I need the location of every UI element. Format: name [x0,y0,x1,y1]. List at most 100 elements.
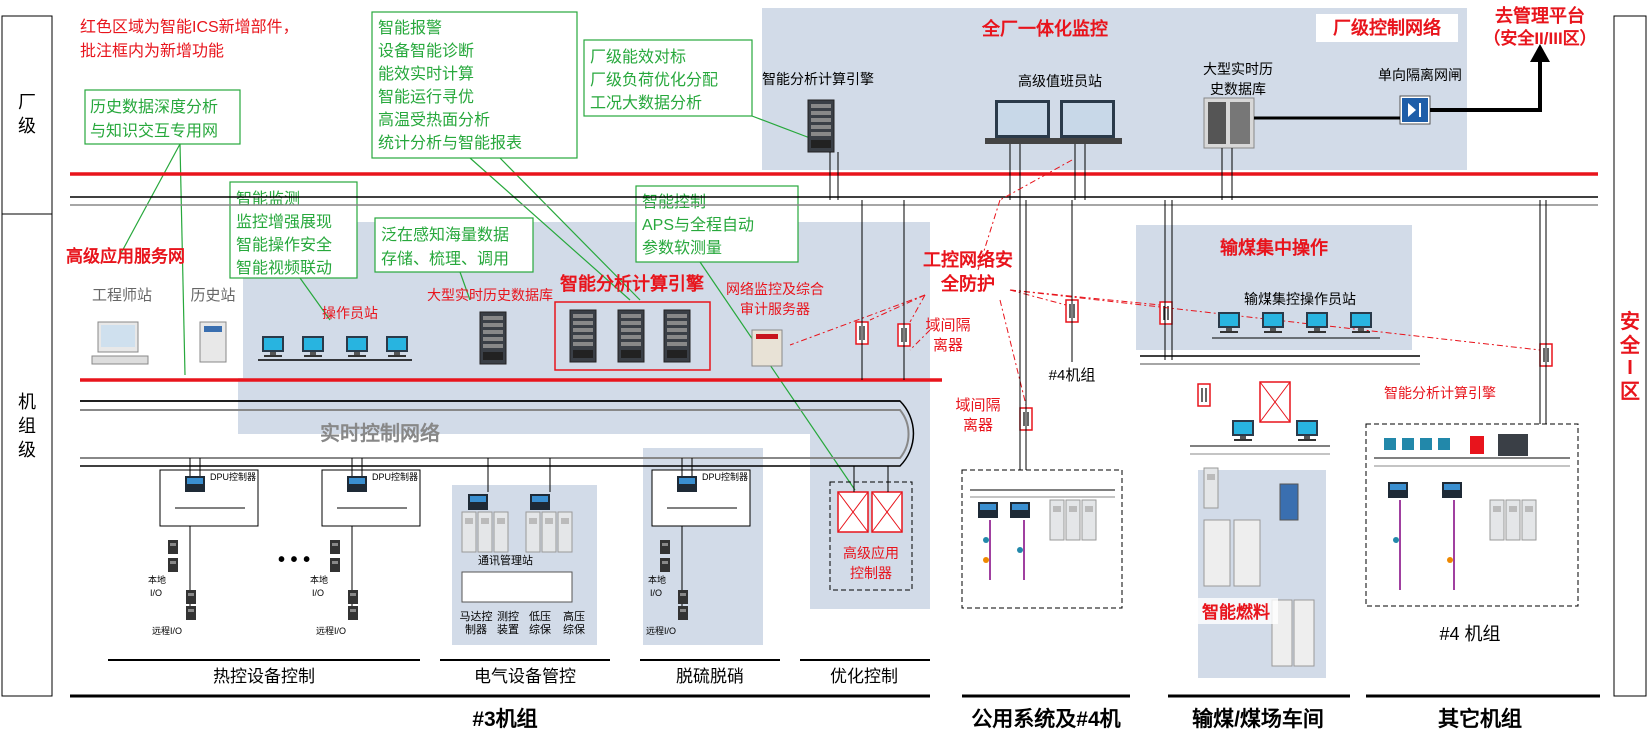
dpu-group-1: DPU控制器 本地 I/O 远程I/O [148,458,259,636]
device-label: 综保 [563,622,585,636]
smart-fuel-bg [1194,598,1278,624]
unit-calc-engine-box [554,301,711,371]
unit-buses [80,378,942,467]
callout-text: 高温受热面分析 [378,111,490,129]
mgmt-platform-zone: （安全II/III区） [1483,28,1596,48]
callout-text: 设备智能诊断 [378,42,474,60]
calc-server-1 [569,309,597,363]
callout-text: 厂级能效对标 [590,48,686,66]
remote-io-label: 远程I/O [316,626,346,636]
device-label: 马达控 [460,609,493,623]
dpu-label: DPU控制器 [210,471,256,482]
callout-text: 泛在感知海量数据 [381,226,509,244]
isolator-5-icon [1159,301,1173,325]
local-io-label: I/O [150,588,162,598]
callout-text: 与知识交互专用网 [90,122,218,140]
calc-server-3 [663,309,691,363]
dpu-label: DPU控制器 [372,471,418,482]
duty-station-label: 高级值班员站 [1018,73,1102,89]
engineer-station-label: 工程师站 [92,287,152,304]
coal-ops-title-area [1193,234,1355,262]
safety-char-1: 安 [1620,309,1640,333]
device-label: 测控 [497,609,519,623]
electrical-control-label: 电气设备管控 [474,667,576,686]
callout-text: 厂级负荷优化分配 [590,71,718,89]
history-station-label: 历史站 [190,287,235,304]
plant-calc-engine-label: 智能分析计算引擎 [762,71,874,87]
coal-yard-label: 输煤/煤场车间 [1192,707,1324,731]
local-io-label: I/O [312,588,324,598]
callout-plant-efficiency: 厂级能效对标 厂级负荷优化分配 工况大数据分析 [583,39,753,117]
local-io-label: 本地 [310,574,328,585]
plant-db-label-1: 大型实时历 [1203,61,1273,77]
plant-drop-lines [829,144,1233,200]
callout-text: 历史数据深度分析 [90,98,218,116]
callout-text: 智能监测 [236,190,300,208]
callout-text: 智能运行寻优 [378,88,474,106]
unit4-label: #4机组 [1049,367,1096,384]
net-monitor-server [751,329,783,367]
public-system-label: 公用系统及#4机 [971,707,1120,731]
other-units-box [1365,423,1579,607]
isolation-gate-label: 单向隔离网闸 [1378,67,1462,83]
unit3-label: #3机组 [472,707,537,731]
net-monitor-label-1: 网络监控及综合 [726,281,824,297]
dpu-group-2: DPU控制器 本地 I/O 远程I/O [310,458,421,636]
device-label: 高压 [563,609,585,623]
domain-isolator-2-line-2: 离器 [963,417,993,434]
desulfur-label: 脱硫脱硝 [676,667,744,686]
device-label: 综保 [529,622,551,636]
engineer-station-computer [91,321,149,365]
unit-calc-engine-label: 智能分析计算引擎 [560,273,704,294]
optimize-label: 优化控制 [830,667,898,686]
other-units-label: 其它机组 [1438,707,1522,731]
plant-calc-engine-server [807,99,835,153]
thermal-control-label: 热控设备控制 [213,667,315,686]
unit-level-box [1,213,53,697]
device-label: 装置 [497,623,519,636]
isolation-gate-device [1399,95,1431,125]
mgmt-platform-label: 去管理平台 [1495,5,1585,26]
callout-history-analysis: 历史数据深度分析 与知识交互专用网 [84,89,241,145]
control-network-badge [1316,14,1458,42]
unit-level-char-3: 级 [18,440,36,460]
callout-text: 存储、梳理、调用 [381,250,509,268]
plant-monitor-title: 全厂一体化监控 [981,18,1108,39]
domain-isolator-2-line-1: 域间隔 [955,397,1000,414]
plant-buses [70,172,1598,206]
safety-char-2: 全 [1619,333,1641,357]
coal-yard-equipment [1190,381,1330,667]
other-calc-engine-label: 智能分析计算引擎 [1384,385,1496,401]
callout-text: 统计分析与智能报表 [378,134,522,152]
plant-level-char-2: 级 [18,116,36,136]
coal-ops-station-label: 输煤集控操作员站 [1244,291,1356,307]
dpu-group-3: DPU控制器 本地 I/O 远程I/O [646,458,751,636]
legend-line-2: 批注框内为新增功能 [80,42,224,60]
device-label: 制器 [465,623,487,636]
callout-smart-alarm: 智能报警 设备智能诊断 能效实时计算 智能运行寻优 高温受热面分析 统计分析与智… [371,11,578,159]
callout-pervasive: 泛在感知海量数据 存储、梳理、调用 [374,217,534,273]
plant-level-char-1: 厂 [18,92,36,112]
remote-io-label: 远程I/O [152,626,182,636]
plant-level-box [1,15,53,215]
calc-server-2 [617,309,645,363]
device-label: 低压 [529,610,551,623]
security-label-1: 工控网络安 [923,249,1013,270]
unit-panel-lower [238,378,930,434]
bottom-brackets [70,659,1600,698]
control-network-label: 厂级控制网络 [1333,17,1441,38]
isolator-links [861,200,1547,480]
realtime-net-label: 实时控制网络 [320,421,440,445]
plant-db-label-2: 史数据库 [1210,81,1266,97]
unit-db-label: 大型实时历史数据库 [427,287,553,303]
callout-text: APS与全程自动 [642,216,754,234]
safety-char-4: 区 [1620,381,1640,403]
callout-text: 参数软测量 [642,239,722,257]
remote-io-label: 远程I/O [646,626,676,636]
safety-zone-box [1613,15,1647,697]
callout-text: 智能控制 [642,193,706,211]
local-io-label: 本地 [648,574,666,585]
legend-line-1: 红色区域为智能ICS新增部件， [80,18,299,36]
domain-isolator-1-line-1: 域间隔 [925,317,970,334]
